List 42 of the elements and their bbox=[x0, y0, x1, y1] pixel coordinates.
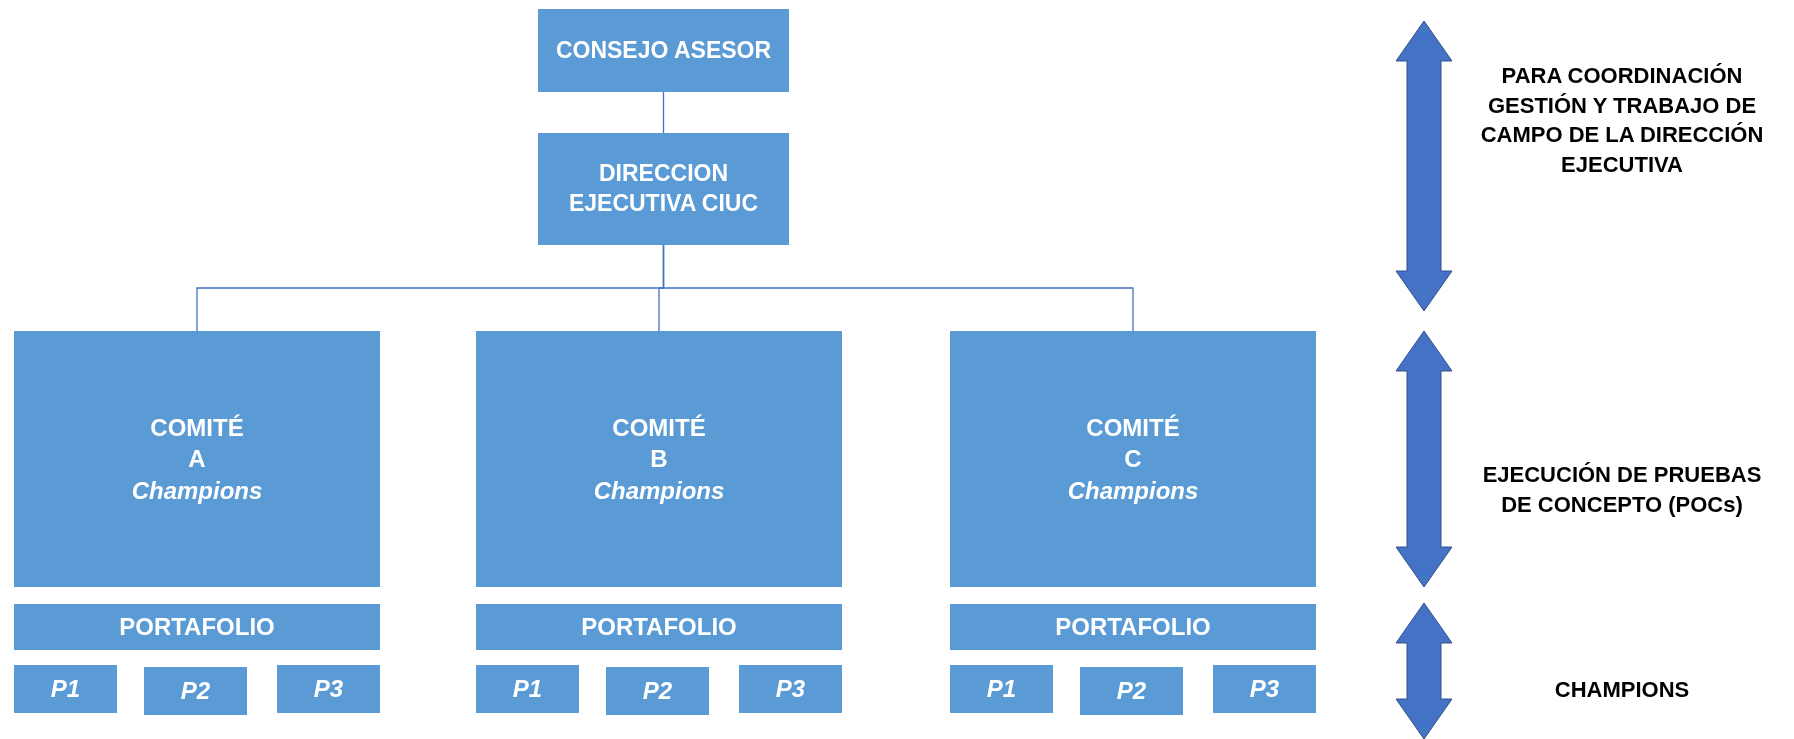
org-box bbox=[538, 9, 789, 92]
committee-title: COMITÉ A bbox=[150, 413, 244, 475]
project-box bbox=[144, 667, 247, 715]
box-label: P3 bbox=[775, 674, 806, 705]
committee-box bbox=[476, 331, 842, 587]
org-box bbox=[476, 604, 842, 650]
side-note: PARA COORDINACIÓN GESTIÓN Y TRABAJO DE CAMPO DE LA DIRECCIÓN EJECUTIVA bbox=[1479, 61, 1765, 179]
committee-box bbox=[950, 331, 1316, 587]
box-label: P1 bbox=[512, 674, 543, 705]
committee-title: COMITÉ C bbox=[1086, 413, 1180, 475]
box-label: PORTAFOLIO bbox=[581, 612, 737, 643]
side-note: CHAMPIONS bbox=[1553, 676, 1691, 705]
org-box bbox=[538, 133, 789, 245]
project-box bbox=[476, 665, 579, 713]
connector-line bbox=[662, 91, 665, 134]
box-label: P2 bbox=[642, 676, 673, 707]
org-box bbox=[950, 604, 1316, 650]
box-label: CONSEJO ASESOR bbox=[555, 35, 772, 65]
box-label: DIRECCION EJECUTIVA CIUC bbox=[567, 159, 760, 218]
project-box bbox=[739, 665, 842, 713]
project-box bbox=[14, 665, 117, 713]
box-label: P3 bbox=[313, 674, 344, 705]
box-label: P1 bbox=[986, 674, 1017, 705]
project-box bbox=[1213, 665, 1316, 713]
committee-box bbox=[14, 331, 380, 587]
project-box bbox=[606, 667, 709, 715]
box-label: PORTAFOLIO bbox=[119, 612, 275, 643]
box-label: P3 bbox=[1249, 674, 1280, 705]
box-label: PORTAFOLIO bbox=[1055, 612, 1211, 643]
project-box bbox=[950, 665, 1053, 713]
box-label: P1 bbox=[50, 674, 81, 705]
org-box bbox=[14, 604, 380, 650]
connector-line bbox=[662, 244, 1134, 332]
side-note: EJECUCIÓN DE PRUEBAS DE CONCEPTO (POCs) bbox=[1481, 461, 1763, 519]
project-box bbox=[277, 665, 380, 713]
committee-title: COMITÉ B bbox=[612, 413, 706, 475]
committee-subtitle: Champions bbox=[1067, 475, 1199, 506]
box-label: P2 bbox=[180, 676, 211, 707]
project-box bbox=[1080, 667, 1183, 715]
box-label: P2 bbox=[1116, 676, 1147, 707]
committee-subtitle: Champions bbox=[593, 475, 725, 506]
committee-subtitle: Champions bbox=[131, 475, 263, 506]
